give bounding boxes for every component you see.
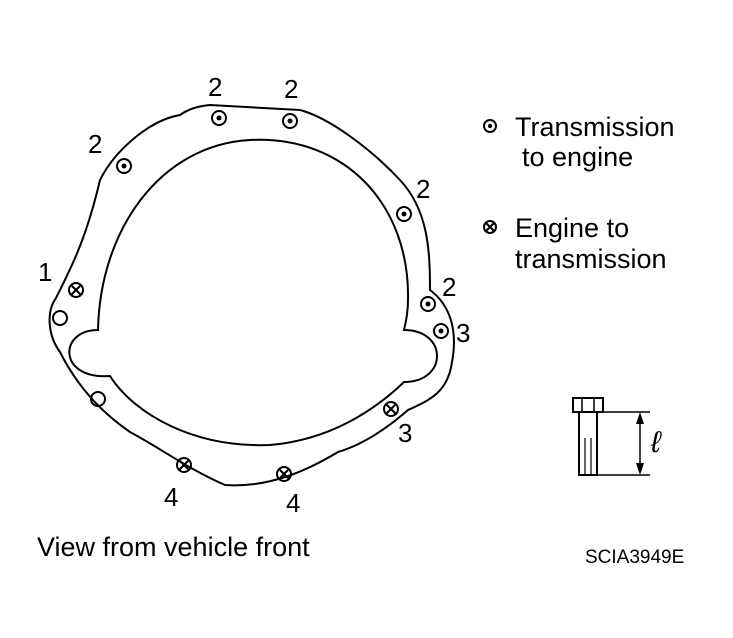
bolt-engine-to-transmission [176, 457, 192, 473]
bolt-label: 4 [164, 482, 178, 512]
gasket-outer-outline [48, 103, 455, 487]
gasket-inner-opening [68, 138, 438, 447]
legend-item-2-line-2: transmission [515, 244, 667, 274]
bolt-engine-to-transmission [276, 466, 292, 482]
bolt-transmission-to-engine [433, 323, 449, 339]
dowel-hole-left-upper [52, 310, 68, 326]
bolt-label: 3 [398, 418, 412, 448]
legend-item-1-line-2: to engine [522, 142, 633, 172]
bolt-label: 2 [416, 174, 430, 204]
bolt-label: 2 [284, 74, 298, 104]
legend-cross-bolt-icon [483, 220, 497, 234]
bolt-label: 2 [88, 129, 102, 159]
dimension-arrow-up-icon [636, 412, 644, 424]
bolt-length-illustration: ℓ [572, 397, 662, 476]
dimension-length-symbol: ℓ [650, 426, 662, 459]
figure-code: SCIA3949E [585, 547, 684, 568]
bolt-engine-to-transmission [68, 282, 84, 298]
bolt-transmission-to-engine [282, 113, 298, 129]
bolt-label: 2 [442, 272, 456, 302]
legend-dot-bolt-icon [483, 119, 497, 133]
bolt-head [572, 397, 604, 413]
bolt-label: 4 [286, 488, 300, 518]
legend-item-2-line-1: Engine to [515, 213, 629, 243]
figure-caption: View from vehicle front [37, 532, 310, 562]
bolt-label: 3 [456, 318, 470, 348]
bolt-label: 2 [208, 72, 222, 102]
bolt-label: 1 [38, 257, 52, 287]
dowel-hole-left-lower [90, 391, 106, 407]
bolt-transmission-to-engine [211, 110, 227, 126]
bolt-transmission-to-engine [396, 206, 412, 222]
bolt-transmission-to-engine [116, 158, 132, 174]
bolt-engine-to-transmission [383, 401, 399, 417]
legend-item-1-line-1: Transmission [515, 112, 675, 142]
legend: Transmission to engine Engine to transmi… [483, 112, 675, 274]
bolt-shank [578, 412, 598, 476]
dimension-arrow-down-icon [636, 463, 644, 475]
bolt-transmission-to-engine [420, 296, 436, 312]
